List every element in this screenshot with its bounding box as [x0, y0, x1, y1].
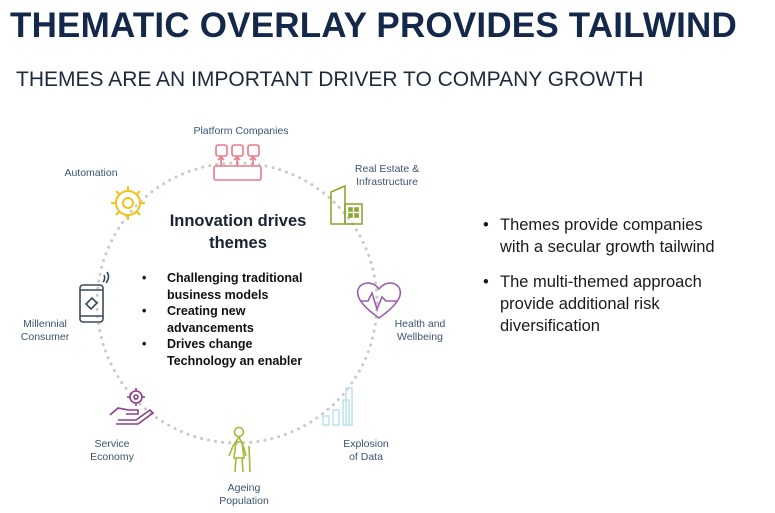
building-icon [330, 184, 363, 225]
label-platform: Platform Companies [193, 125, 289, 137]
hand-gear-icon [109, 388, 155, 425]
key-points-list: • Themes provide companies with a secula… [483, 214, 763, 350]
label-health: Health and Wellbeing [394, 318, 446, 343]
page-title: THEMATIC OVERLAY PROVIDES TAILWIND [10, 6, 737, 45]
label-service: Service Economy [90, 438, 134, 463]
list-item: business models [167, 287, 269, 302]
center-bullet-list: •Challenging traditional business models… [140, 270, 340, 369]
gear-icon [111, 186, 145, 220]
list-item: Technology an enabler [167, 353, 303, 368]
list-item: •Challenging traditional [142, 271, 303, 285]
list-item: •Drives change [142, 337, 253, 351]
list-item: • The multi-themed approach provide addi… [483, 273, 702, 335]
smartphone-icon [79, 271, 110, 323]
elderly-person-icon [228, 426, 251, 473]
label-ageing: Ageing Population [219, 482, 269, 507]
label-data: Explosion of Data [343, 438, 389, 463]
label-realestate: Real Estate & Infrastructure [354, 163, 420, 188]
list-item: • Themes provide companies with a secula… [483, 216, 715, 256]
bar-chart-icon [322, 387, 353, 426]
label-automation: Automation [64, 167, 118, 179]
list-item: advancements [167, 320, 254, 335]
list-item: •Creating new [142, 304, 246, 318]
center-heading: Innovation drives themes [169, 212, 307, 252]
label-millennial: Millennial Consumer [20, 318, 70, 343]
page-subtitle: THEMES ARE AN IMPORTANT DRIVER TO COMPAN… [16, 68, 644, 91]
heart-pulse-icon [356, 282, 402, 319]
platform-network-icon [213, 144, 262, 181]
